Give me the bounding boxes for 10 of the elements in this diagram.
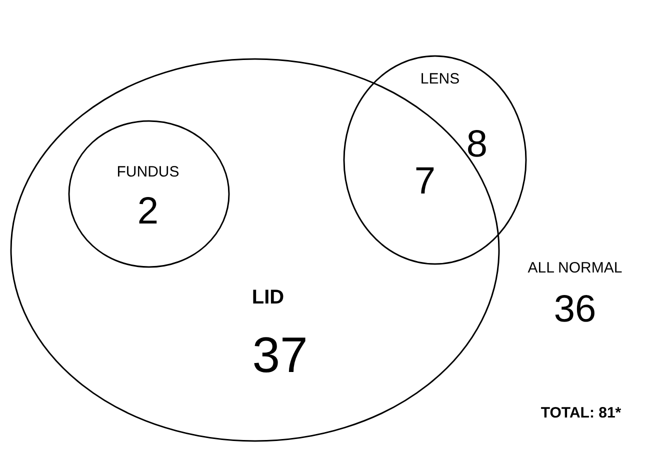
set-label: LENS: [420, 70, 460, 88]
count: 8: [466, 124, 488, 166]
count: 7: [414, 160, 436, 204]
set-label: ALL NORMAL: [528, 260, 622, 276]
count: 37: [252, 326, 308, 384]
set-label: LID: [252, 286, 284, 310]
total-note: TOTAL: 81*: [540, 404, 622, 422]
set-label: FUNDUS: [116, 164, 180, 180]
count: 36: [554, 288, 596, 332]
count: 2: [137, 190, 159, 234]
